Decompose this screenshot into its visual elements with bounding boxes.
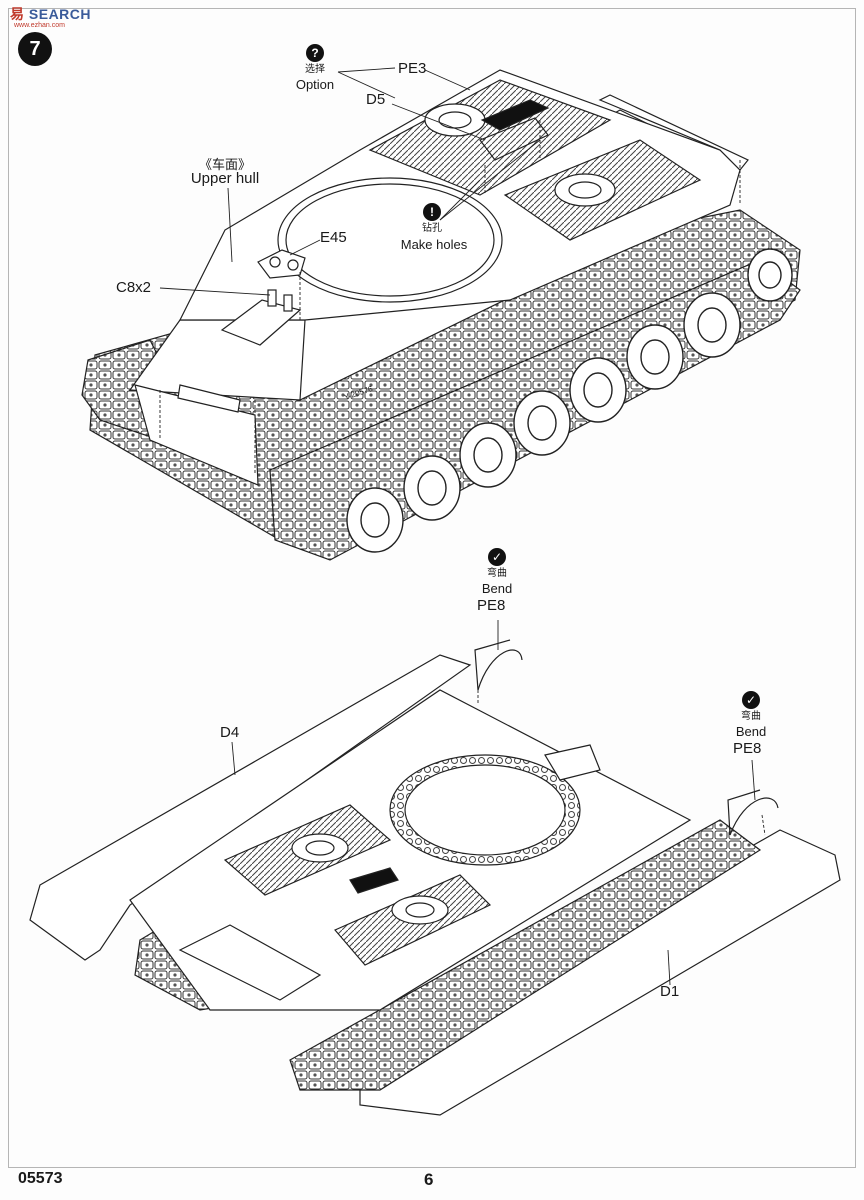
upper-hull-en-label: Upper hull xyxy=(190,170,260,187)
part-d1-label: D1 xyxy=(660,983,680,1000)
watermark-logo: 易 SEARCH xyxy=(10,4,91,24)
part-pe8-label-a: PE8 xyxy=(477,597,506,614)
make-holes-en-label: Make holes xyxy=(400,237,468,252)
bend1-en-label: Bend xyxy=(481,581,513,596)
upper-hull-drawing xyxy=(81,69,801,561)
bend1-cn-label: 弯曲 xyxy=(487,568,507,579)
option-en-label: Option xyxy=(295,77,335,92)
watermark-brand-b: SEARCH xyxy=(28,6,92,22)
watermark-brand-a: 易 xyxy=(10,6,25,22)
page-number: 6 xyxy=(424,1170,434,1189)
part-pe3-label: PE3 xyxy=(398,60,427,77)
watermark-url: www.ezhan.com xyxy=(14,22,65,29)
bend-icon-2: ✓ xyxy=(742,691,760,709)
step-number-badge: 7 xyxy=(18,32,52,66)
bend2-en-label: Bend xyxy=(735,724,767,739)
product-code: 05573 xyxy=(18,1170,63,1187)
part-d4-label: D4 xyxy=(220,724,240,741)
upper-hull-cn-label: 《车面》 xyxy=(198,157,251,172)
lower-hull-drawing xyxy=(29,639,841,1116)
bend-icon-1: ✓ xyxy=(488,548,506,566)
page-border xyxy=(8,8,856,1168)
bend2-cn-label: 弯曲 xyxy=(741,711,761,722)
part-e45-label: E45 xyxy=(320,229,347,246)
part-d5-label: D5 xyxy=(366,91,386,108)
make-holes-icon: ! xyxy=(423,203,441,221)
option-cn-label: 选择 xyxy=(305,64,325,75)
part-c8-label: C8x2 xyxy=(116,279,152,296)
part-pe8-label-b: PE8 xyxy=(733,740,762,757)
option-icon: ? xyxy=(306,44,324,62)
make-holes-cn-label: 钻孔 xyxy=(422,223,442,234)
